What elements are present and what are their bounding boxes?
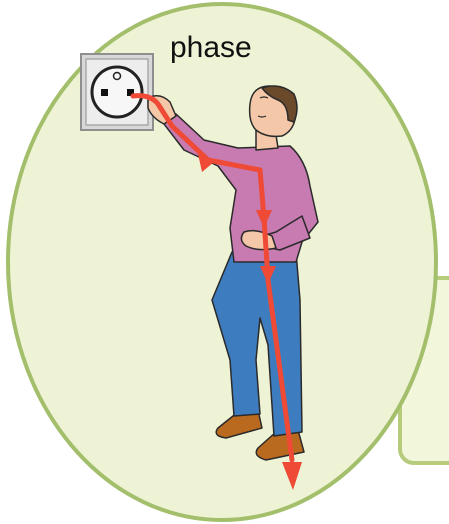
electrical-outlet-icon (81, 54, 153, 130)
background-circle (8, 4, 436, 520)
phase-label: phase (170, 30, 252, 66)
